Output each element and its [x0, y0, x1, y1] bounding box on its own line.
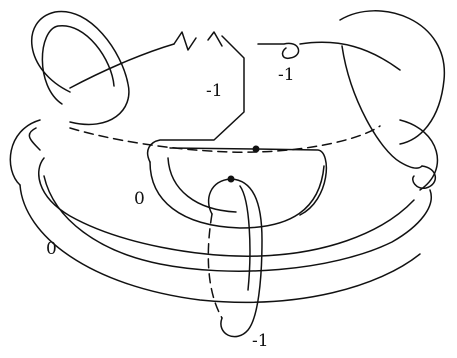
lower-loop-inner — [240, 186, 250, 290]
label-left-inner: 0 — [134, 189, 145, 209]
right-inner-loop — [342, 46, 422, 168]
inner-arc-4 — [44, 176, 431, 271]
label-top-hook: -1 — [278, 65, 295, 85]
top-right-strand — [300, 42, 400, 70]
middle-ellipse-right — [400, 120, 437, 190]
outer-bottom-arc — [20, 185, 420, 302]
center-box-component — [148, 36, 244, 162]
top-hook-component — [258, 43, 299, 58]
dot-center-lower — [228, 176, 235, 183]
inner-arc-1 — [150, 162, 324, 228]
top-left-loop-strand — [32, 11, 129, 124]
inner-arc-2 — [168, 158, 236, 212]
lower-loop-bottom — [221, 179, 262, 337]
label-center-box: -1 — [206, 81, 223, 101]
label-left-outer: 0 — [46, 239, 57, 259]
top-zigzag-strand — [174, 32, 196, 50]
top-left-loop-strand-inner — [42, 26, 114, 104]
outer-bottom-arc-2 — [29, 128, 40, 150]
inner-arc-3 — [39, 158, 414, 256]
center-arc-strand — [170, 148, 326, 215]
dot-center-right — [253, 146, 260, 153]
right-big-loop — [340, 11, 444, 144]
label-bottom-loop: -1 — [252, 331, 269, 351]
top-zigzag-strand-2 — [208, 32, 222, 46]
middle-ellipse-left — [10, 120, 40, 185]
lower-loop-dashed — [208, 214, 222, 318]
